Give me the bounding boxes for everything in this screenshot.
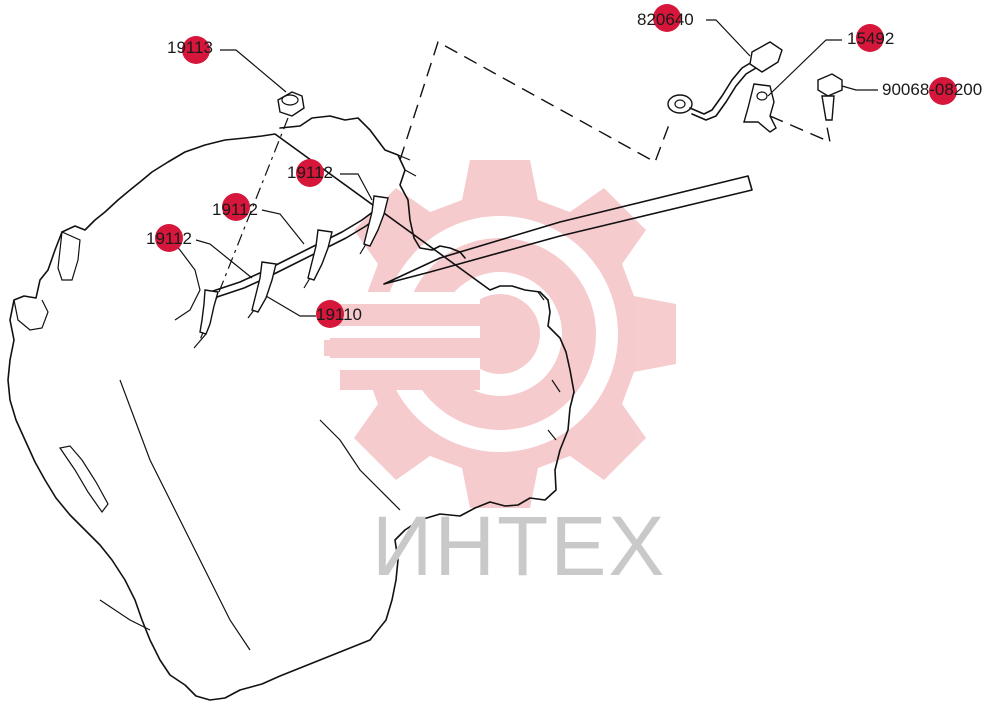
callout-label-19113[interactable]: 19113 <box>167 38 214 57</box>
callout-dot-90068-08200[interactable] <box>929 77 957 105</box>
callout-dot-19113[interactable] <box>182 36 210 64</box>
wire-lead-part[interactable] <box>667 41 783 121</box>
detail-arrow <box>383 175 753 285</box>
callout-label-19112-c[interactable]: 19112 <box>146 229 193 248</box>
glow-plug-3[interactable] <box>303 229 333 289</box>
callout-label-19110[interactable]: 19110 <box>316 305 363 324</box>
nut-part[interactable] <box>277 91 305 117</box>
callout-dot-15492[interactable] <box>856 24 884 52</box>
callout-leaders <box>195 19 878 317</box>
callout-label-820640[interactable]: 820640 <box>637 10 694 29</box>
callout-dot-19112-c[interactable] <box>155 224 183 252</box>
bracket-part[interactable] <box>743 83 777 133</box>
engine-outline <box>7 115 575 701</box>
watermark-text: ИНТЕХ <box>372 499 667 593</box>
callout-label-15492[interactable]: 15492 <box>847 29 895 48</box>
bolt-part[interactable] <box>817 73 843 121</box>
callout-dot-19112-a[interactable] <box>296 159 324 187</box>
watermark-gear-icon <box>300 160 676 508</box>
callout-dot-19112-b[interactable] <box>222 193 250 221</box>
glow-plug-2[interactable] <box>247 261 277 319</box>
glow-plug-connector-bar <box>209 207 383 299</box>
callout-label-90068-08200[interactable]: 90068-08200 <box>882 80 983 99</box>
callout-label-19112-a[interactable]: 19112 <box>287 163 334 182</box>
callout-label-19112-b[interactable]: 19112 <box>212 200 259 219</box>
glow-plug-1[interactable] <box>193 289 219 349</box>
callout-dot-19110[interactable] <box>316 300 344 328</box>
callout-dot-820640[interactable] <box>653 4 681 32</box>
detail-leader-lines <box>199 40 831 341</box>
glow-plug-4[interactable] <box>359 195 389 255</box>
